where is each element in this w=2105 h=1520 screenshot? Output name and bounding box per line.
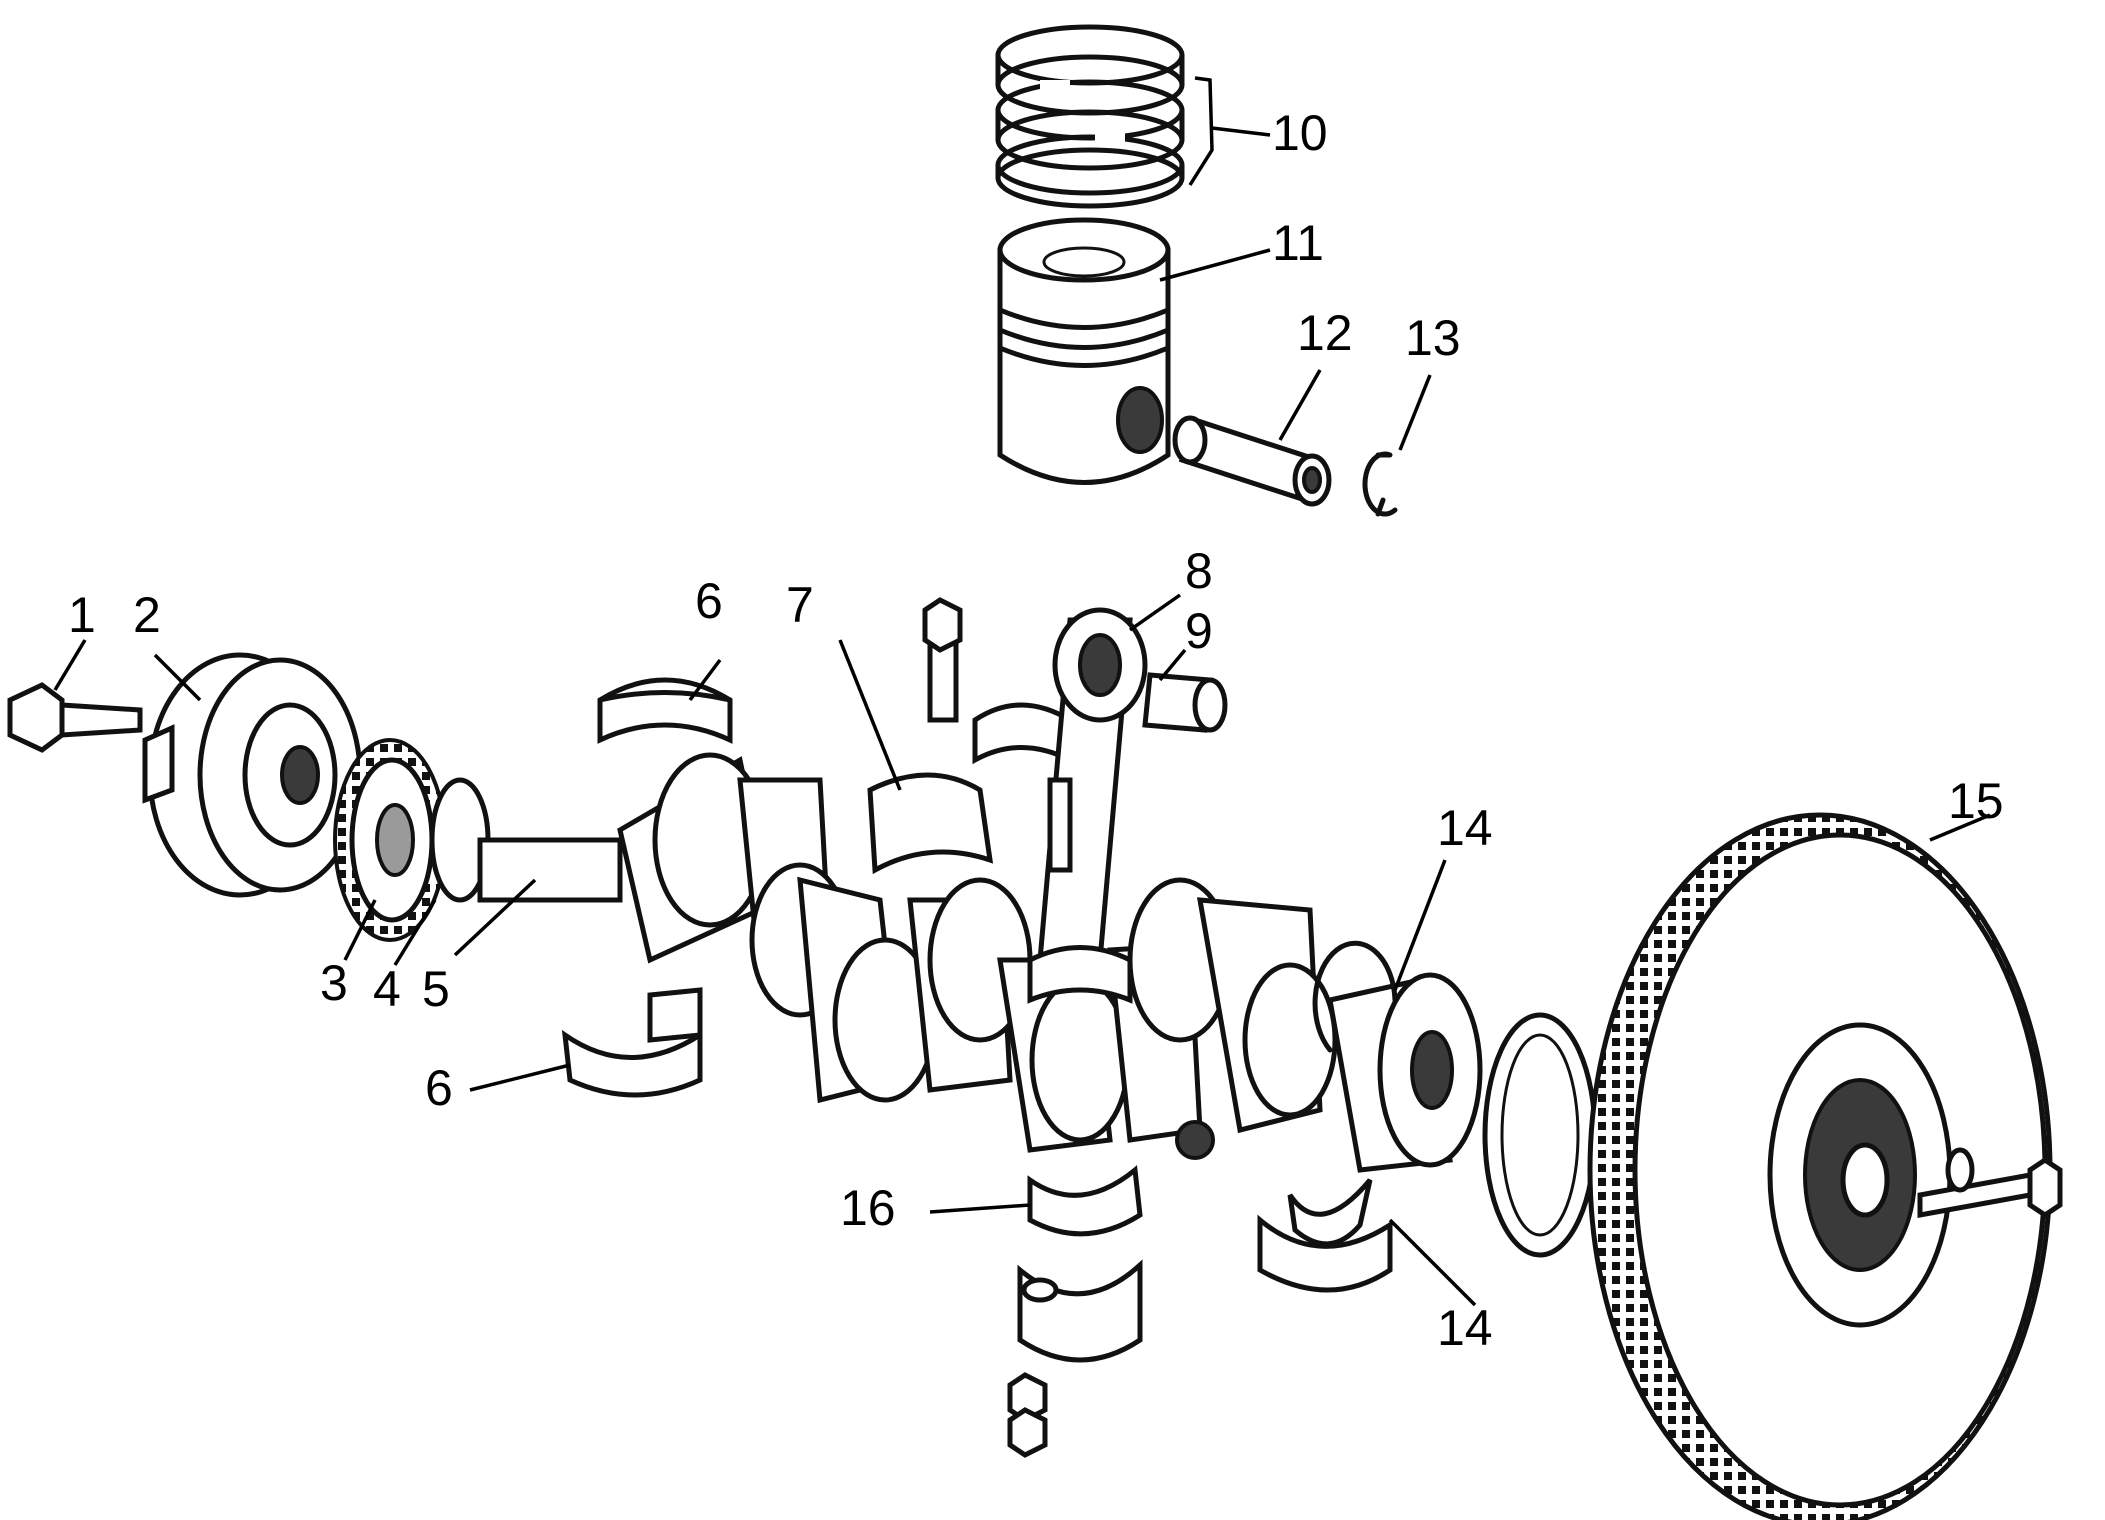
small-end-bush	[1142, 672, 1228, 733]
callout-9: 9	[1185, 603, 1213, 659]
callout-3: 3	[320, 955, 348, 1011]
callout-6-lower: 6	[425, 1060, 453, 1116]
timing-sprocket	[333, 738, 491, 942]
callout-4: 4	[373, 961, 401, 1017]
callout-1: 1	[68, 587, 96, 643]
piston-rings	[995, 24, 1185, 209]
callout-8: 8	[1185, 543, 1213, 599]
callout-16: 16	[840, 1180, 896, 1236]
callout-11: 11	[1272, 215, 1324, 271]
main-bearing-shell-lower	[561, 987, 703, 1098]
callout-14-lower: 14	[1437, 1300, 1493, 1356]
crankshaft-pulley	[142, 652, 363, 898]
thrust-washer-upper	[1312, 940, 1398, 1053]
main-bearing-shell-upper	[597, 677, 733, 744]
callout-6-upper: 6	[695, 573, 723, 629]
callout-5: 5	[422, 961, 450, 1017]
crankshaft	[477, 752, 1483, 1173]
callout-15: 15	[1948, 773, 2004, 829]
crankshaft-bolt	[7, 682, 143, 753]
callout-14-upper: 14	[1437, 800, 1493, 856]
big-end-bearing-shells	[1007, 1165, 1143, 1458]
callout-13: 13	[1405, 310, 1461, 366]
callout-7: 7	[786, 577, 814, 633]
callout-12: 12	[1297, 305, 1353, 361]
circlip	[1362, 451, 1398, 517]
flywheel	[1587, 812, 2063, 1520]
connecting-rod-cap	[867, 597, 1073, 875]
connecting-rod	[1027, 607, 1148, 1004]
flywheel-spacer-ring	[1482, 1012, 1598, 1258]
callout-2: 2	[133, 587, 161, 643]
gudgeon-pin	[1172, 415, 1332, 507]
callout-10: 10	[1272, 105, 1328, 161]
thrust-washer-lower	[1257, 1178, 1393, 1293]
piston	[997, 217, 1171, 485]
